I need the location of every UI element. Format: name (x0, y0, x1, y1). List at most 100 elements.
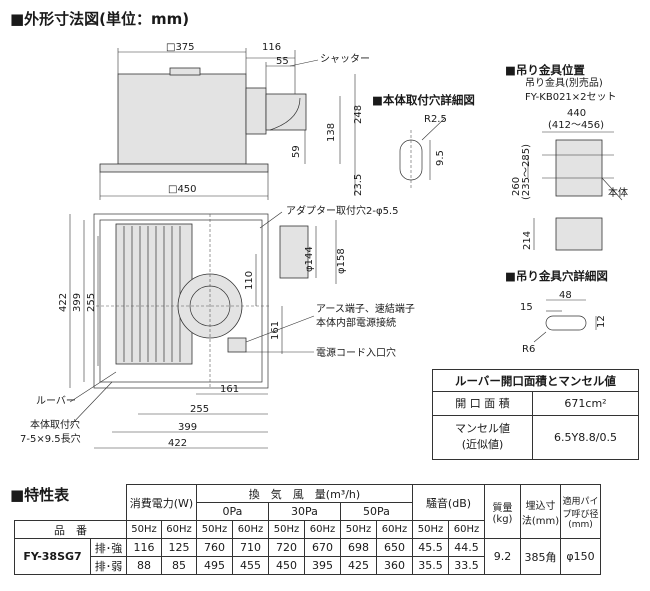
mount-hole-radius-label: R2.5 (424, 114, 447, 125)
side-view-drawing (99, 48, 356, 200)
dim-161-vertical-label: 161 (270, 321, 281, 340)
dim-110-label: 110 (244, 271, 255, 290)
spec-header-noise: 騒音(dB) (412, 484, 485, 521)
internal-power-label: 本体内部電源接続 (316, 316, 396, 329)
spec-cell: 698 (340, 538, 377, 557)
spec-cell: 710 (232, 538, 269, 557)
terminal-plan-shape (227, 337, 247, 353)
hanger-position-drawing (527, 131, 623, 251)
spec-cell: 670 (304, 538, 341, 557)
spec-cell: 720 (268, 538, 305, 557)
panel-width-label: □450 (168, 184, 197, 195)
dim-440-label: 440 (567, 108, 586, 119)
dim-260-label: 260 (511, 177, 522, 196)
opening-area-value: 671cm² (564, 397, 607, 410)
spec-header-pipe: 適用パイプ呼び径(mm) (560, 484, 601, 539)
hz-header: 50Hz (196, 520, 233, 539)
spec-header-size: 埋込寸法(mm) (520, 484, 561, 539)
hanger-body-label: 本体 (608, 186, 628, 199)
hanger-position-title: ■吊り金具位置 (505, 63, 585, 77)
louver-label: ルーバー (36, 395, 76, 407)
spec-cell: 44.5 (448, 538, 485, 557)
mount-hole-height-label: 9.5 (435, 150, 446, 166)
spec-header-30pa: 30Pa (268, 502, 341, 521)
hz-header: 50Hz (126, 520, 162, 539)
dim-116-label: 116 (262, 42, 281, 53)
fan-body-shape (117, 73, 247, 165)
dimension-drawings: □375 116 55 シャッター 248 138 59 23.5 □450 R… (20, 42, 628, 449)
louver-table-title: ルーバー開口面積とマンセル値 (433, 370, 638, 392)
panel-inner (99, 219, 263, 383)
munsell-label-line1: マンセル値 (455, 422, 510, 435)
dim-255-vertical-label: 255 (86, 293, 97, 312)
dim-255-horizontal-label: 255 (190, 404, 209, 415)
dim-161-horizontal-label: 161 (220, 384, 239, 395)
spec-cell: 425 (340, 556, 377, 575)
spec-title: ■特性表 (10, 486, 70, 504)
power-cord-hole-label: 電源コード入口穴 (316, 346, 396, 359)
hanger-hole-title: ■吊り金具穴詳細図 (505, 269, 608, 283)
hz-header: 60Hz (161, 520, 197, 539)
spec-header-0pa: 0Pa (196, 502, 269, 521)
spec-cell: 116 (126, 538, 162, 557)
pipe-value: φ150 (560, 538, 601, 575)
spec-cell: 450 (268, 556, 305, 575)
terminal-box-shape (169, 67, 201, 76)
dim-248-label: 248 (353, 105, 364, 124)
shutter-label: シャッター (320, 53, 370, 65)
spec-header-blank-2 (15, 503, 127, 521)
dim-138-label: 138 (326, 123, 337, 142)
dim-15-label: 15 (520, 302, 533, 313)
spec-cell: 35.5 (412, 556, 449, 575)
dim-12-label: 12 (596, 315, 607, 328)
spec-cell: 85 (161, 556, 197, 575)
spec-cell: 88 (126, 556, 162, 575)
spec-row-strong: FY-38SG7 排･強 116 125 760 710 720 670 698… (14, 538, 601, 575)
hz-header: 60Hz (376, 520, 413, 539)
hanger-hole-drawing (533, 299, 597, 343)
spec-cell: 395 (304, 556, 341, 575)
hz-header: 50Hz (268, 520, 305, 539)
dim-59-label: 59 (291, 145, 302, 158)
spec-cell: 650 (376, 538, 413, 557)
mount-hole-label-2: 7-5×9.5長穴 (20, 432, 81, 445)
spec-cell: 45.5 (412, 538, 449, 557)
hanger-note-1: 吊り金具(別売品) (525, 76, 603, 89)
dim-260-range-label: (235～285) (521, 144, 532, 200)
adapter-plan-shape (279, 225, 309, 279)
phi158-label: φ158 (336, 248, 347, 274)
radius-r6-label: R6 (522, 344, 535, 355)
spec-header-mass: 質量(kg) (484, 484, 521, 539)
hz-header: 50Hz (340, 520, 377, 539)
dim-55-label: 55 (276, 56, 289, 67)
dim-422-horizontal-label: 422 (168, 438, 187, 449)
hz-header: 60Hz (232, 520, 269, 539)
louver-area (115, 223, 193, 365)
spec-cell: 33.5 (448, 556, 485, 575)
dim-399-horizontal-label: 399 (178, 422, 197, 433)
louver-info-table: ルーバー開口面積とマンセル値 開 口 面 積 671cm² マンセル値 (近似値… (432, 369, 639, 460)
munsell-value: 6.5Y8.8/0.5 (554, 431, 617, 444)
mode-label: 排･強 (90, 538, 127, 557)
spec-header-blank (15, 485, 127, 503)
hz-header: 50Hz (412, 520, 449, 539)
spec-header-product: 品 番 (14, 520, 127, 539)
munsell-label: マンセル値 (近似値) (433, 416, 533, 459)
box-width-label: □375 (166, 42, 195, 53)
spec-cell: 360 (376, 556, 413, 575)
panel-outline (93, 213, 269, 389)
adapter-hole-label: アダプター取付穴2-φ5.5 (286, 204, 398, 217)
spec-header-power: 消費電力(W) (126, 484, 197, 521)
spec-cell: 125 (161, 538, 197, 557)
spec-row-weak: 排･弱 88 85 495 455 450 395 425 360 35.5 3… (15, 556, 601, 575)
size-value: 385角 (520, 538, 561, 575)
dim-214-label: 214 (522, 231, 533, 250)
adapter-shape (245, 87, 267, 135)
hz-header: 60Hz (304, 520, 341, 539)
shutter-flap-line (269, 97, 301, 131)
panel-shape (99, 163, 269, 173)
louver-slats (123, 226, 181, 362)
outline-title: ■外形寸法図(単位：mm) (10, 10, 190, 28)
spec-header-airflow: 換 気 風 量(m³/h) (196, 484, 413, 503)
munsell-label-line2: (近似値) (461, 438, 504, 451)
